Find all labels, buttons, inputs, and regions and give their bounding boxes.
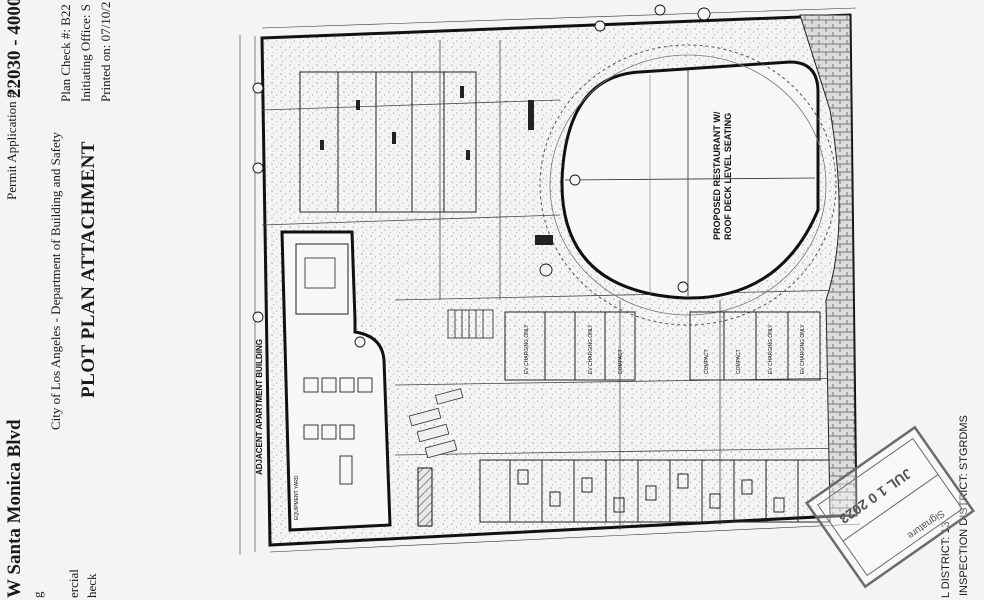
paving-strip [799,14,857,516]
restaurant-footprint [560,60,820,300]
equipment-yard-label: EQUIPMENT YARD [294,475,300,520]
planter-strip [417,467,433,527]
received-stamp: JUL 1 0 2023 Signature [799,419,981,596]
stall-label: EV CHARGING ONLY [524,324,530,374]
stamp-frame [804,425,976,589]
stall-label: EV CHARGING ONLY [588,324,594,374]
stall-label: EV CHARGING ONLY [768,324,774,374]
adjacent-building-label: ADJACENT APARTMENT BUILDING [255,339,264,475]
stall-label: COMPACT [618,349,624,374]
restaurant-label: PROPOSED RESTAURANT W/ [712,111,722,240]
restaurant-label-2: ROOF DECK LEVEL SEATING [723,113,733,240]
stall-label: EV CHARGING ONLY [800,324,806,374]
stall-label: COMPACT [704,349,710,374]
stall-label: COMPACT [736,349,742,374]
